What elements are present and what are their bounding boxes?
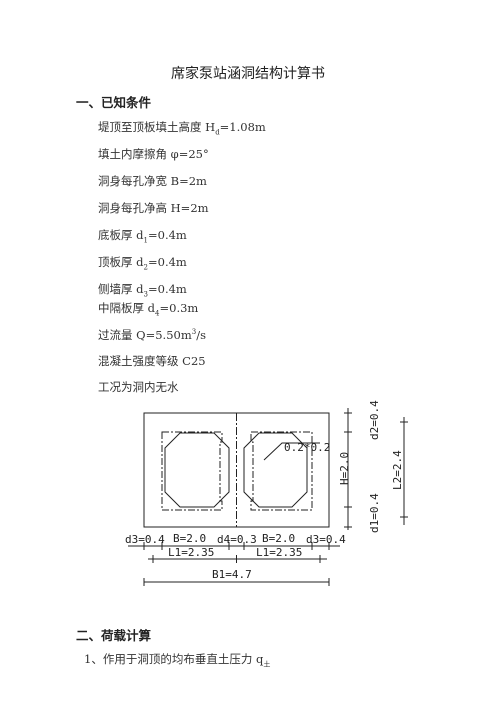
- condition-flow: 过流量 Q=5.50m3/s: [98, 328, 206, 342]
- condition-fill-height: 堤顶至顶板填土高度 Hd=1.08m: [98, 120, 266, 137]
- right-cell-chamfered: [243, 432, 308, 508]
- condition-concrete: 混凝土强度等级 C25: [98, 354, 206, 368]
- b-right-label: B=2.0: [262, 532, 295, 545]
- d3-right-label: d3=0.4: [306, 533, 346, 546]
- h-label: H=2.0: [338, 452, 351, 485]
- condition-case: 工况为洞内无水: [98, 380, 179, 394]
- d2-label: d2=0.4: [368, 400, 381, 440]
- condition-clear-width: 洞身每孔净宽 B=2m: [98, 174, 207, 188]
- d1-label: d1=0.4: [368, 493, 381, 533]
- section-heading-load-calculation: 二、荷载计算: [76, 628, 152, 643]
- l2-label: L2=2.4: [391, 450, 404, 490]
- condition-middle-wall: 中隔板厚 d4=0.3m: [98, 301, 199, 318]
- condition-friction-angle: 填土内摩擦角 φ=25°: [98, 147, 209, 161]
- condition-top-slab: 顶板厚 d2=0.4m: [98, 255, 187, 272]
- d3-left-label: d3=0.4: [125, 533, 165, 546]
- b1-label: B1=4.7: [212, 568, 252, 581]
- condition-clear-height: 洞身每孔净高 H=2m: [98, 201, 209, 215]
- b-left-label: B=2.0: [173, 532, 206, 545]
- right-cell-axis: [250, 431, 313, 511]
- condition-bottom-slab: 底板厚 d1=0.4m: [98, 228, 187, 245]
- chamfer-label: 0.2*0.2: [284, 441, 330, 454]
- culvert-cross-section-diagram: 0.2*0.2 d2=0.4 H=2.0 d1=0.4 L2=2.4 d3=0.…: [125, 400, 408, 586]
- condition-side-wall: 侧墙厚 d3=0.4m: [98, 282, 187, 299]
- left-cell-chamfered: [164, 432, 230, 508]
- l1-left-label: L1=2.35: [168, 546, 214, 559]
- section-heading-known-conditions: 一、已知条件: [76, 95, 152, 110]
- page-title: 席家泵站涵洞结构计算书: [171, 66, 325, 82]
- load-item-vertical-earth-pressure: 1、作用于洞顶的均布垂直土压力 q土: [84, 652, 271, 669]
- chamfer-leader: [263, 442, 320, 461]
- l1-right-label: L1=2.35: [256, 546, 302, 559]
- d4-label: d4=0.3: [217, 533, 257, 546]
